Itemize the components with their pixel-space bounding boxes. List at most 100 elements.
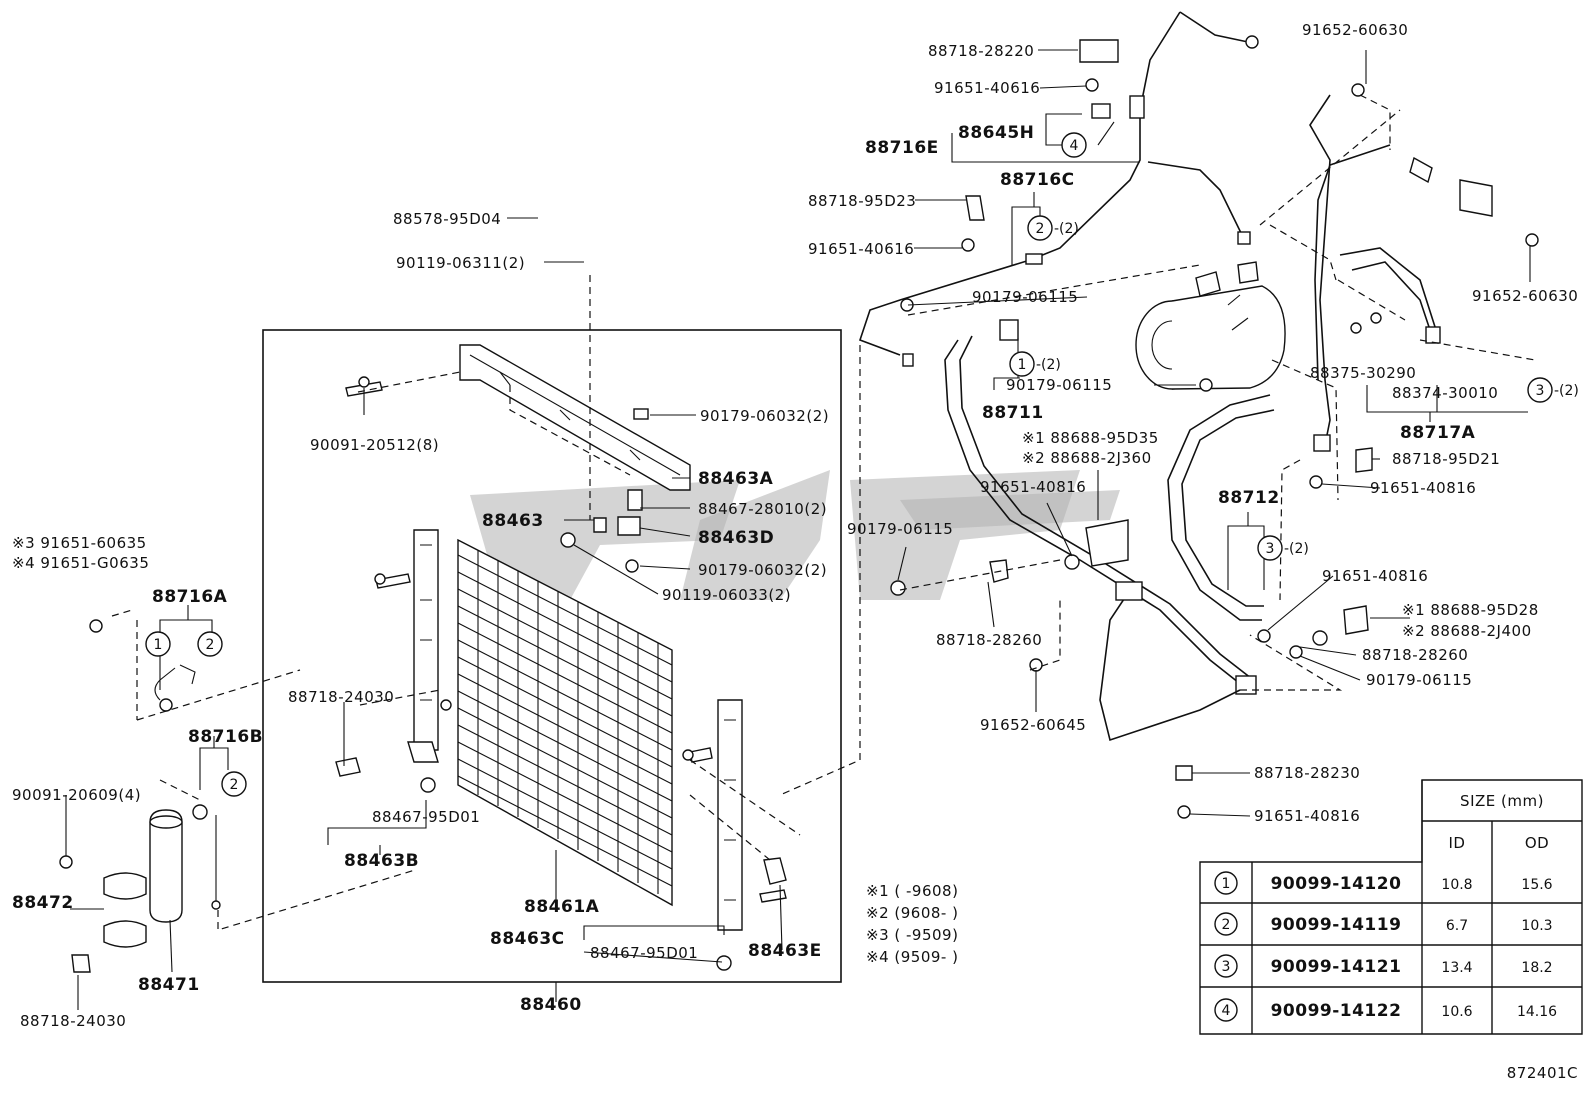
svg-text:3: 3: [1222, 959, 1231, 975]
svg-text:4: 4: [1222, 1003, 1231, 1019]
o-ring-size-table: SIZE (mm) ID OD 1 90099-14120 10.8 15.6 …: [1199, 779, 1583, 1035]
qty-88717a: -(2): [1554, 383, 1579, 399]
circle-ref-2-88716a: 2: [197, 631, 223, 657]
label-90179-06115-left: 90179-06115: [847, 520, 953, 538]
note-4: ※4 (9509- ): [866, 948, 958, 966]
svg-text:2: 2: [1036, 221, 1045, 237]
label-88712: 88712: [1218, 488, 1280, 508]
label-88463e: 88463E: [748, 941, 822, 961]
label-90119-06311: 90119-06311(2): [396, 254, 525, 272]
label-88645h: 88645H: [958, 123, 1034, 143]
label-88463b: 88463B: [344, 851, 419, 871]
label-91651-40816-lower-right: 91651-40816: [1322, 567, 1428, 585]
svg-text:1: 1: [154, 637, 163, 653]
svg-text:6.7: 6.7: [1446, 918, 1468, 934]
circle-ref-4-upper: 4: [1061, 132, 1087, 158]
label-88467-95d01-upper: 88467-95D01: [372, 808, 480, 826]
label-91652-60630-upper: 91652-60630: [1302, 21, 1408, 39]
label-88718-28230: 88718-28230: [1254, 764, 1360, 782]
table-header-size: SIZE (mm): [1460, 792, 1544, 810]
condenser-dashed-guides: [357, 275, 801, 861]
qty-88716c: -(2): [1054, 221, 1079, 237]
svg-text:1: 1: [1018, 357, 1027, 373]
qty-88711: -(2): [1036, 357, 1061, 373]
table-header-od: OD: [1525, 834, 1549, 852]
label-90179-06032-upper: 90179-06032(2): [700, 407, 829, 425]
refrigerant-hoses-and-pipes: [858, 11, 1441, 742]
table-row: 2 90099-14119 6.7 10.3: [1214, 912, 1553, 936]
label-88472: 88472: [12, 893, 74, 913]
compressor-group: [1135, 261, 1286, 390]
label-90091-20609: 90091-20609(4): [12, 786, 141, 804]
label-91651-g0635: ※4 91651-G0635: [12, 554, 149, 572]
label-88467-28010: 88467-28010(2): [698, 500, 827, 518]
label-91651-40616-lower: 91651-40616: [808, 240, 914, 258]
label-91651-60635: ※3 91651-60635: [12, 534, 147, 552]
label-88374-30010: 88374-30010: [1392, 384, 1498, 402]
circle-ref-1-88711: 1: [1009, 351, 1035, 377]
label-88716c: 88716C: [1000, 170, 1075, 190]
svg-text:1: 1: [1222, 876, 1231, 892]
label-88467-95d01-lower: 88467-95D01: [590, 944, 698, 962]
label-88718-24030-left: 88718-24030: [20, 1012, 126, 1030]
note-3: ※3 ( -9509): [866, 926, 958, 944]
svg-text:90099-14119: 90099-14119: [1271, 915, 1402, 935]
label-88460: 88460: [520, 995, 582, 1015]
condenser-small-parts: [335, 376, 787, 971]
svg-text:18.2: 18.2: [1521, 960, 1552, 976]
label-90091-20512: 90091-20512(8): [310, 436, 439, 454]
footnotes: ※1 ( -9608) ※2 (9608- ) ※3 ( -9509) ※4 (…: [866, 882, 958, 966]
right-side-bracket: [717, 699, 743, 931]
svg-text:10.6: 10.6: [1441, 1004, 1472, 1020]
svg-text:4: 4: [1070, 138, 1079, 154]
label-91652-60630-right: 91652-60630: [1472, 287, 1578, 305]
svg-text:2: 2: [1222, 917, 1231, 933]
label-88717a: 88717A: [1400, 423, 1476, 443]
label-88718-95d21: 88718-95D21: [1392, 450, 1500, 468]
label-88718-95d23: 88718-95D23: [808, 192, 916, 210]
label-91651-40816-mid: 91651-40816: [980, 478, 1086, 496]
label-88471: 88471: [138, 975, 200, 995]
watermark-logo: [470, 470, 1120, 600]
label-90179-06032-lower: 90179-06032(2): [698, 561, 827, 579]
upper-support-bracket: [459, 344, 691, 491]
svg-text:13.4: 13.4: [1441, 960, 1472, 976]
circle-ref-2-88716b: 2: [221, 771, 247, 797]
label-88688-95d28: ※1 88688-95D28: [1402, 601, 1539, 619]
label-88688-95d35: ※1 88688-95D35: [1022, 429, 1159, 447]
svg-text:10.3: 10.3: [1521, 918, 1552, 934]
circle-ref-2-88716c: 2: [1027, 215, 1053, 241]
left-dashed-guides: [111, 609, 416, 931]
label-88718-28260-right: 88718-28260: [1362, 646, 1468, 664]
note-2: ※2 (9608- ): [866, 904, 958, 922]
svg-text:90099-14121: 90099-14121: [1271, 957, 1402, 977]
label-88463a: 88463A: [698, 469, 774, 489]
table-row: 1 90099-14120 10.8 15.6: [1214, 871, 1553, 895]
circle-ref-3-88712: 3: [1257, 535, 1283, 561]
label-91651-40616-upper: 91651-40616: [934, 79, 1040, 97]
right-small-parts: [890, 39, 1539, 819]
label-88688-2j400: ※2 88688-2J400: [1402, 622, 1532, 640]
label-90179-06115-upper: 90179-06115: [972, 288, 1078, 306]
svg-text:15.6: 15.6: [1521, 877, 1552, 893]
leader-lines: [65, 49, 1531, 1010]
label-88718-28220: 88718-28220: [928, 42, 1034, 60]
svg-text:90099-14120: 90099-14120: [1271, 874, 1402, 894]
label-88716b: 88716B: [188, 727, 263, 747]
callout-labels: 88718-28220 91651-40616 88645H 88716E 88…: [12, 21, 1578, 1030]
label-88463d: 88463D: [698, 528, 774, 548]
label-91651-40816-right: 91651-40816: [1370, 479, 1476, 497]
svg-text:2: 2: [230, 777, 239, 793]
label-88718-24030-box: 88718-24030: [288, 688, 394, 706]
receiver-dryer-group: [59, 619, 221, 973]
table-row: 4 90099-14122 10.6 14.16: [1214, 998, 1557, 1022]
right-dashed-guides: [779, 94, 1536, 796]
label-90119-06033: 90119-06033(2): [662, 586, 791, 604]
diagram-id: 872401C: [1507, 1064, 1578, 1082]
label-88688-2j360: ※2 88688-2J360: [1022, 449, 1152, 467]
condenser-core: [457, 538, 673, 907]
label-88375-30290: 88375-30290: [1310, 364, 1416, 382]
label-88463: 88463: [482, 511, 544, 531]
circle-ref-1-88716a: 1: [145, 631, 171, 657]
